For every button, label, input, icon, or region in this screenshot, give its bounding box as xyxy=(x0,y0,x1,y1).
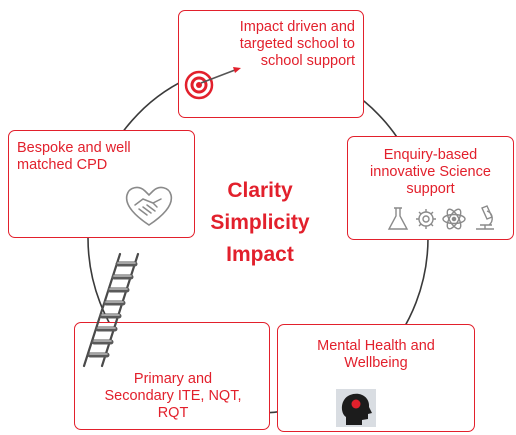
box-bespoke-cpd: Bespoke and well matched CPD xyxy=(8,130,195,238)
science-icons xyxy=(387,205,494,230)
center-line-clarity: Clarity xyxy=(227,179,293,202)
atom-icon xyxy=(442,208,466,230)
box-science-support-line1: Enquiry-based xyxy=(383,147,478,163)
box-science-support: Enquiry-based innovative Science support xyxy=(347,136,514,240)
box-mental-health-line2: Wellbeing xyxy=(344,355,408,371)
box-school-support: Impact driven and targeted school to sch… xyxy=(178,10,364,118)
box-school-support-line1: Impact driven and xyxy=(239,19,355,35)
box-bespoke-cpd-line2: matched CPD xyxy=(17,157,108,173)
box-school-support-line3: school support xyxy=(260,53,355,69)
box-school-support-line2: targeted school to xyxy=(239,36,355,52)
box-mental-health-line1: Mental Health and xyxy=(317,338,435,354)
box-ite-nqt-rqt-line3: RQT xyxy=(157,405,189,421)
gear-icon xyxy=(416,209,436,229)
center-line-impact: Impact xyxy=(226,243,294,266)
center-title: Clarity Simplicity Impact xyxy=(195,175,325,271)
microscope-icon xyxy=(476,205,494,230)
box-ite-nqt-rqt-line2: Secondary ITE, NQT, xyxy=(104,388,242,404)
box-ite-nqt-rqt-line1: Primary and xyxy=(133,371,213,387)
target-dart-icon xyxy=(184,67,241,100)
center-line-simplicity: Simplicity xyxy=(210,211,310,234)
box-science-support-line2: innovative Science xyxy=(370,164,491,180)
handshake-heart-icon xyxy=(125,186,173,226)
box-bespoke-cpd-line1: Bespoke and well xyxy=(17,140,131,156)
box-science-support-line3: support xyxy=(406,181,455,197)
flask-icon xyxy=(387,207,409,230)
box-mental-health: Mental Health and Wellbeing xyxy=(277,324,475,432)
ladder-icon xyxy=(82,252,140,368)
head-brain-icon xyxy=(336,389,376,427)
